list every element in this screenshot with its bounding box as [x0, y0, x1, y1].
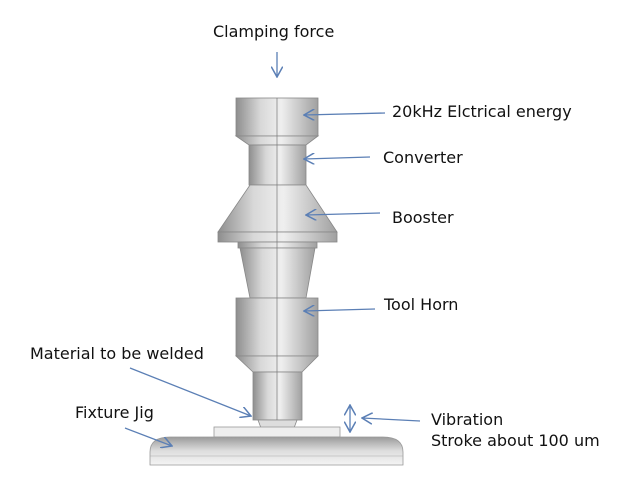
converter-arrow	[304, 157, 371, 159]
horn-shaft	[252, 371, 303, 421]
booster-flange	[217, 231, 338, 243]
tool-horn-label: Tool Horn	[384, 295, 459, 314]
booster-label: Booster	[392, 208, 454, 227]
material-plate	[213, 426, 341, 438]
arrows	[124, 52, 421, 446]
booster-lip	[237, 241, 318, 249]
energy-arrow	[304, 113, 386, 115]
clamping-force-label: Clamping force	[213, 22, 335, 41]
material-label: Material to be welded	[30, 344, 204, 363]
fixture-jig	[149, 436, 404, 466]
fixture-arrow	[124, 427, 172, 446]
booster-arrow	[306, 213, 381, 215]
material-arrow	[129, 367, 251, 416]
converter	[248, 144, 307, 186]
horn-arrow	[304, 309, 376, 311]
vibration-arrow	[362, 418, 421, 421]
converter-label: Converter	[383, 148, 463, 167]
energy-label: 20kHz Elctrical energy	[392, 102, 572, 121]
stroke-label: Stroke about 100 um	[431, 431, 600, 450]
fixture-label: Fixture Jig	[75, 403, 154, 422]
vibration-label: Vibration	[431, 410, 504, 429]
booster-taper	[239, 247, 316, 299]
booster	[217, 184, 338, 233]
